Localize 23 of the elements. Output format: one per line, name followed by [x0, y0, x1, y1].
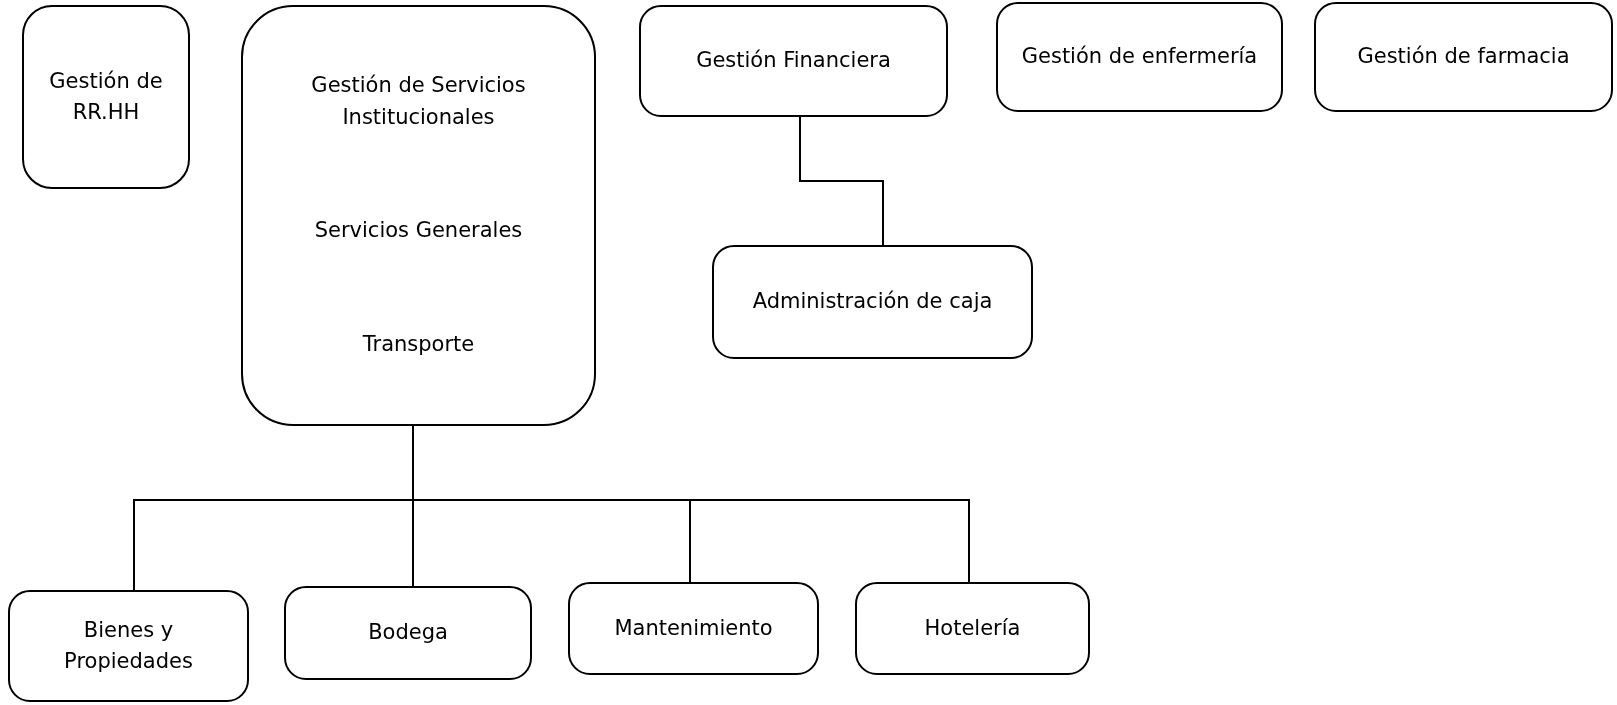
org-box — [284, 586, 532, 680]
box-label: Mantenimiento — [614, 614, 773, 642]
box-label: Gestión de farmacia — [1357, 43, 1570, 71]
org-box — [8, 590, 249, 702]
org-box — [241, 5, 596, 426]
org-box — [855, 582, 1090, 675]
org-box — [712, 245, 1033, 359]
box-label: Transporte — [362, 331, 475, 359]
box-label: Servicios Generales — [314, 217, 523, 245]
org-box — [1314, 2, 1613, 112]
box-label: Bodega — [368, 619, 448, 647]
box-label: Gestión Financiera — [696, 47, 891, 75]
org-box — [639, 5, 948, 117]
org-box — [568, 582, 819, 675]
box-label: Bienes y Propiedades — [63, 616, 194, 675]
box-heading: Gestión de Servicios Institucionales — [310, 72, 527, 131]
box-label: Administración de caja — [752, 288, 993, 316]
box-label: Gestión de enfermería — [1021, 43, 1258, 71]
box-label: Hotelería — [924, 614, 1021, 642]
connector-line — [799, 116, 884, 246]
org-box — [996, 2, 1283, 112]
box-label: Gestión de RR.HH — [48, 67, 164, 126]
org-box — [22, 5, 190, 189]
